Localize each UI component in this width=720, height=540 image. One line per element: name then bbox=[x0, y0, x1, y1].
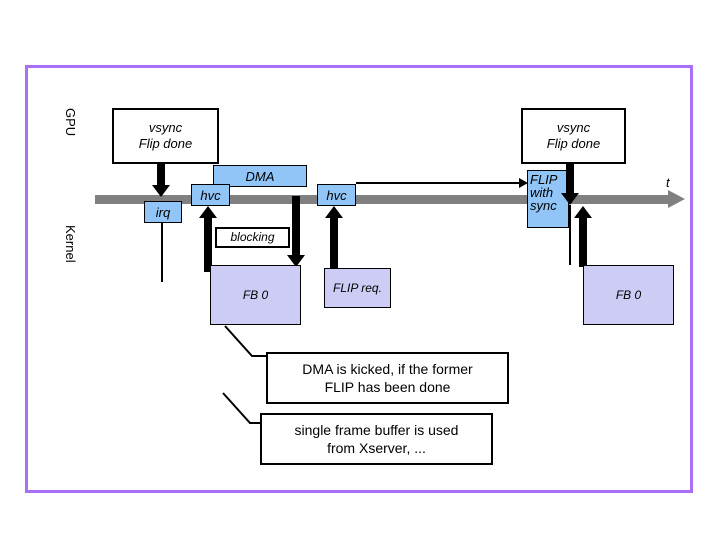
hvc2-to-flip-arrowhead-icon bbox=[519, 178, 528, 188]
callout-1-line2: FLIP has been done bbox=[324, 379, 451, 395]
vsync-label-right-line2: Flip done bbox=[546, 136, 601, 151]
callout-box-dma-kicked: DMA is kicked, if the former FLIP has be… bbox=[266, 352, 509, 404]
vsync-flip-done-box-right: vsync Flip done bbox=[521, 108, 626, 164]
timeline-box-irq: irq bbox=[144, 201, 182, 223]
fb0-right-to-timeline-arrow-shaft bbox=[579, 217, 587, 267]
timeline-box-dma: DMA bbox=[213, 165, 307, 187]
callout-box-single-framebuffer: single frame buffer is used from Xserver… bbox=[260, 413, 493, 465]
timeline-axis bbox=[95, 195, 670, 204]
flipreq-to-hvc2-arrow-shaft bbox=[330, 217, 338, 270]
vsync-label-right-line1: vsync bbox=[556, 119, 591, 135]
kernel-box-blocking: blocking bbox=[215, 227, 290, 248]
flipreq-to-hvc2-arrowhead-icon bbox=[325, 206, 343, 218]
timeline-arrowhead-icon bbox=[668, 190, 685, 208]
dma-to-fb0-arrow-shaft bbox=[292, 196, 300, 256]
flip-with-sync-line3: sync bbox=[530, 198, 557, 213]
timeline-box-hvc-2: hvc bbox=[317, 184, 356, 206]
vsync-right-down-arrowhead-icon bbox=[561, 193, 579, 205]
vsync-right-descender-line bbox=[569, 205, 571, 265]
irq-descender-line bbox=[161, 223, 163, 282]
vsync-to-irq-arrow-shaft bbox=[157, 164, 165, 186]
kernel-box-flip-req: FLIP req. bbox=[324, 268, 391, 308]
framebuffer-box-fb0-right: FB 0 bbox=[583, 265, 674, 325]
timeline-box-flip-with-sync: FLIP with sync bbox=[527, 170, 569, 228]
callout-2-line1: single frame buffer is used bbox=[294, 421, 459, 438]
flip-with-sync-line1: FLIP bbox=[530, 172, 558, 187]
hvc2-to-flip-connector-line bbox=[356, 182, 523, 184]
dma-to-fb0-arrowhead-icon bbox=[287, 255, 305, 267]
framebuffer-box-fb0-left: FB 0 bbox=[210, 265, 301, 325]
time-axis-label: t bbox=[666, 175, 670, 190]
fb0-to-hvc1-arrowhead-icon bbox=[199, 206, 217, 218]
flip-with-sync-line2: with bbox=[530, 185, 554, 200]
timeline-box-hvc-1: hvc bbox=[191, 184, 230, 206]
slide-frame-border bbox=[25, 65, 693, 493]
vsync-right-down-arrow-shaft bbox=[566, 164, 574, 194]
vsync-label-left-line1: vsync bbox=[148, 119, 183, 135]
fb0-right-to-timeline-arrowhead-icon bbox=[574, 206, 592, 218]
fb0-to-hvc1-arrow-shaft bbox=[204, 217, 212, 272]
vsync-label-left-line2: Flip done bbox=[138, 136, 193, 151]
callout-1-line1: DMA is kicked, if the former bbox=[302, 360, 473, 377]
vsync-to-irq-arrowhead-icon bbox=[152, 185, 170, 197]
vsync-flip-done-box-left: vsync Flip done bbox=[112, 108, 219, 164]
callout-2-line2: from Xserver, ... bbox=[327, 440, 426, 456]
